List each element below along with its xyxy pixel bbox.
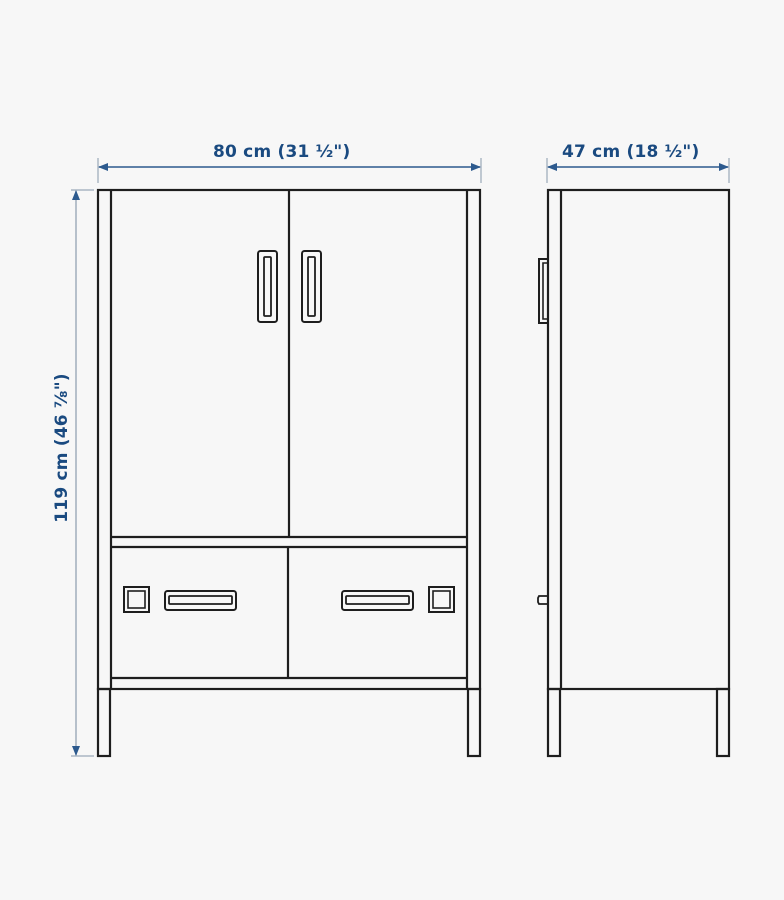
side-door-handle-icon — [538, 258, 548, 324]
right-drawer-label-holder-icon — [428, 586, 455, 613]
side-back-leg — [715, 687, 731, 758]
right-drawer-handle-icon — [341, 590, 414, 611]
width-dimension-label: 80 cm (31 ½") — [213, 142, 351, 162]
depth-dimension-line — [546, 158, 730, 183]
side-front-leg — [546, 687, 562, 758]
height-dimension-label: 119 cm (46 ⅞") — [52, 373, 72, 523]
front-left-leg — [96, 687, 112, 758]
depth-dimension-label: 47 cm (18 ½") — [562, 142, 700, 162]
height-dimension-line — [71, 189, 94, 757]
side-view — [537, 188, 731, 758]
front-view — [96, 188, 482, 758]
left-drawer-handle-icon — [164, 590, 237, 611]
width-dimension-line — [97, 158, 482, 183]
side-carcass-outline — [546, 188, 731, 691]
right-door-handle-icon — [301, 250, 322, 323]
side-drawer-knob-icon — [537, 595, 548, 605]
front-right-leg — [466, 687, 482, 758]
left-door-handle-icon — [257, 250, 278, 323]
left-drawer-label-holder-icon — [123, 586, 150, 613]
